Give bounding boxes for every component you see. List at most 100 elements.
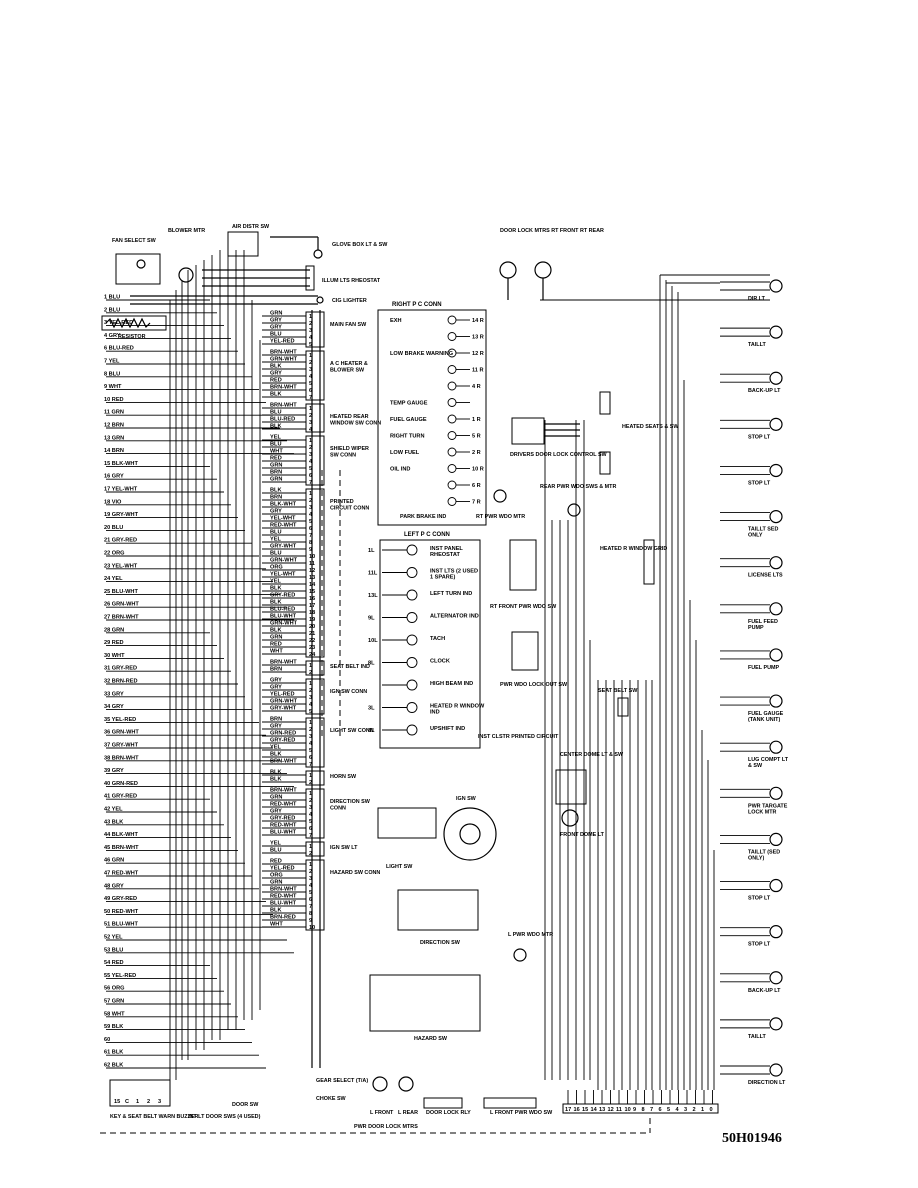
right-pc-pin: 13 R	[472, 335, 484, 341]
connector-block	[305, 435, 325, 486]
connector-pin-number: 3	[309, 695, 312, 701]
left-pc-item-label: CLOCK	[430, 659, 450, 665]
left-wire-label: 46 GRN	[104, 858, 124, 864]
connector-pin-label: GRY	[270, 509, 282, 515]
connector-pin-label: YEL	[270, 537, 281, 543]
connector-pin-label: YEL-RED	[270, 866, 295, 872]
connector-pin-number: 20	[309, 624, 315, 630]
connector-label: LIGHT SW CONN	[330, 728, 374, 734]
connector-pin-label: BLK	[270, 488, 282, 494]
left-wire-label: 19 GRY-WHT	[104, 512, 139, 518]
right-component-label: BACK-UP LT	[748, 988, 781, 994]
connector-pin-number: 4	[309, 374, 313, 380]
left-wire-label: 59 BLK	[104, 1024, 123, 1030]
connector-label: IGN SW CONN	[330, 689, 367, 695]
connector-pin-number: 1	[309, 353, 312, 359]
connector-pin-number: 5	[309, 342, 312, 348]
connector-pin-number: 3	[309, 876, 312, 882]
left-wire-label: 57 GRN	[104, 999, 124, 1005]
rear-pwr-wdo-label: REAR PWR WDO SWS & MTR	[540, 484, 616, 490]
right-component-label: LICENSE LTS	[748, 573, 783, 579]
connector-pin-label: GRY	[270, 371, 282, 377]
connector-block	[305, 660, 325, 676]
bottom-connector-pin: 10	[625, 1107, 631, 1113]
connector-label: HAZARD SW CONN	[330, 870, 380, 876]
connector-pin-number: 22	[309, 638, 315, 644]
connector-pin-number: 3	[309, 452, 312, 458]
backbone-wires	[100, 250, 770, 1134]
connector-pin-label: BRN	[270, 717, 282, 723]
right-pc-pin: 5 R	[472, 434, 481, 440]
right-pc-item-label: OIL IND	[390, 467, 410, 473]
lamp-icon	[769, 740, 783, 754]
connector-pin-label: GRY-WHT	[270, 544, 297, 550]
connector-pin-number: 16	[309, 596, 315, 602]
connector-pin-number: 21	[309, 631, 315, 637]
connector-pin-label: GRY-RED	[270, 738, 295, 744]
connector-pin-number: 2	[309, 360, 312, 366]
l-front-label: L FRONT	[370, 1110, 394, 1116]
left-wire-label: 48 GRY	[104, 883, 124, 889]
connector-pin-number: 5	[309, 381, 312, 387]
left-wire-label: 17 YEL-WHT	[104, 487, 138, 493]
bottom-connector-pin: 2	[693, 1107, 696, 1113]
left-wire-label: 14 BRN	[104, 448, 124, 454]
left-wire-label: 33 GRY	[104, 691, 124, 697]
connector-pin-label: BLK	[270, 777, 282, 783]
right-pc-pin: 1 R	[472, 417, 481, 423]
left-wire-label: 8 BLU	[104, 371, 120, 377]
connector-pin-number: 4	[309, 812, 313, 818]
left-wire-label: 12 BRN	[104, 423, 124, 429]
connector-pin-label: BRN	[270, 667, 282, 673]
left-wire-label: 40 GRN-RED	[104, 781, 138, 787]
indicator-lamp	[406, 567, 418, 578]
connector-pin-label: RED	[270, 859, 282, 865]
left-wire-label: 41 GRY-RED	[104, 794, 137, 800]
connector-pin-label: ORG	[270, 873, 283, 879]
left-pc-pin: 8L	[368, 728, 375, 734]
connector-pin-number: 3	[309, 805, 312, 811]
hazard-sw-label: HAZARD SW	[414, 1036, 448, 1042]
door-sws-label: INT LT DOOR SWS (4 USED)	[188, 1114, 261, 1120]
connector-pin-number: 4	[309, 512, 313, 518]
connector-label: MAIN FAN SW	[330, 322, 367, 328]
connector-pin-label: BLK	[270, 628, 282, 634]
connector-pin-label: GRN	[270, 311, 282, 317]
rt-front-pwr-wdo-label: RT FRONT PWR WDO SW	[490, 604, 557, 610]
connector-label: SEAT BELT IND	[330, 664, 370, 670]
connector-pin-number: 2	[309, 727, 312, 733]
left-pc-pin: 11L	[368, 571, 378, 577]
gear-select-label: GEAR SELECT (T/A)	[316, 1078, 368, 1084]
left-wire-label: 32 BRN-RED	[104, 679, 138, 685]
left-wire-label: 26 GRN-WHT	[104, 602, 139, 608]
connector-pin-label: GRN	[270, 477, 282, 483]
lamp-icon	[769, 786, 783, 800]
left-wire-label: 11 GRN	[104, 410, 124, 416]
connector-pin-label: GRN-RED	[270, 731, 296, 737]
lamp-icon	[769, 371, 783, 385]
left-pc-pin: 3L	[368, 706, 375, 712]
indicator-lamp	[406, 679, 418, 691]
connector-pin-number: 6	[309, 388, 312, 394]
illum-rheostat-label: ILLUM LTS RHEOSTAT	[322, 278, 381, 284]
connector-pin-number: 1	[309, 791, 312, 797]
connector-pin-label: YEL	[270, 745, 281, 751]
connector-pin-label: BLK-WHT	[270, 502, 297, 508]
connector-block	[305, 350, 325, 401]
connector-pin-number: 7	[309, 904, 312, 910]
left-pc-pin: 1L	[368, 548, 375, 554]
right-pc-item-label: RIGHT TURN	[390, 434, 425, 440]
right-component-label: BACK-UP LT	[748, 388, 781, 394]
left-wire-label: 24 YEL	[104, 576, 123, 582]
middle-components: DRIVERS DOOR LOCK CONTROL SW RT PWR WDO …	[369, 391, 679, 1042]
lamp-icon	[769, 925, 783, 939]
left-wire-label: 13 GRN	[104, 435, 124, 441]
connector-pin-number: 4	[309, 702, 313, 708]
connector-block	[305, 678, 325, 715]
connector-pin-label: GRY	[270, 678, 282, 684]
right-component-label: FUEL PUMP	[748, 665, 779, 671]
